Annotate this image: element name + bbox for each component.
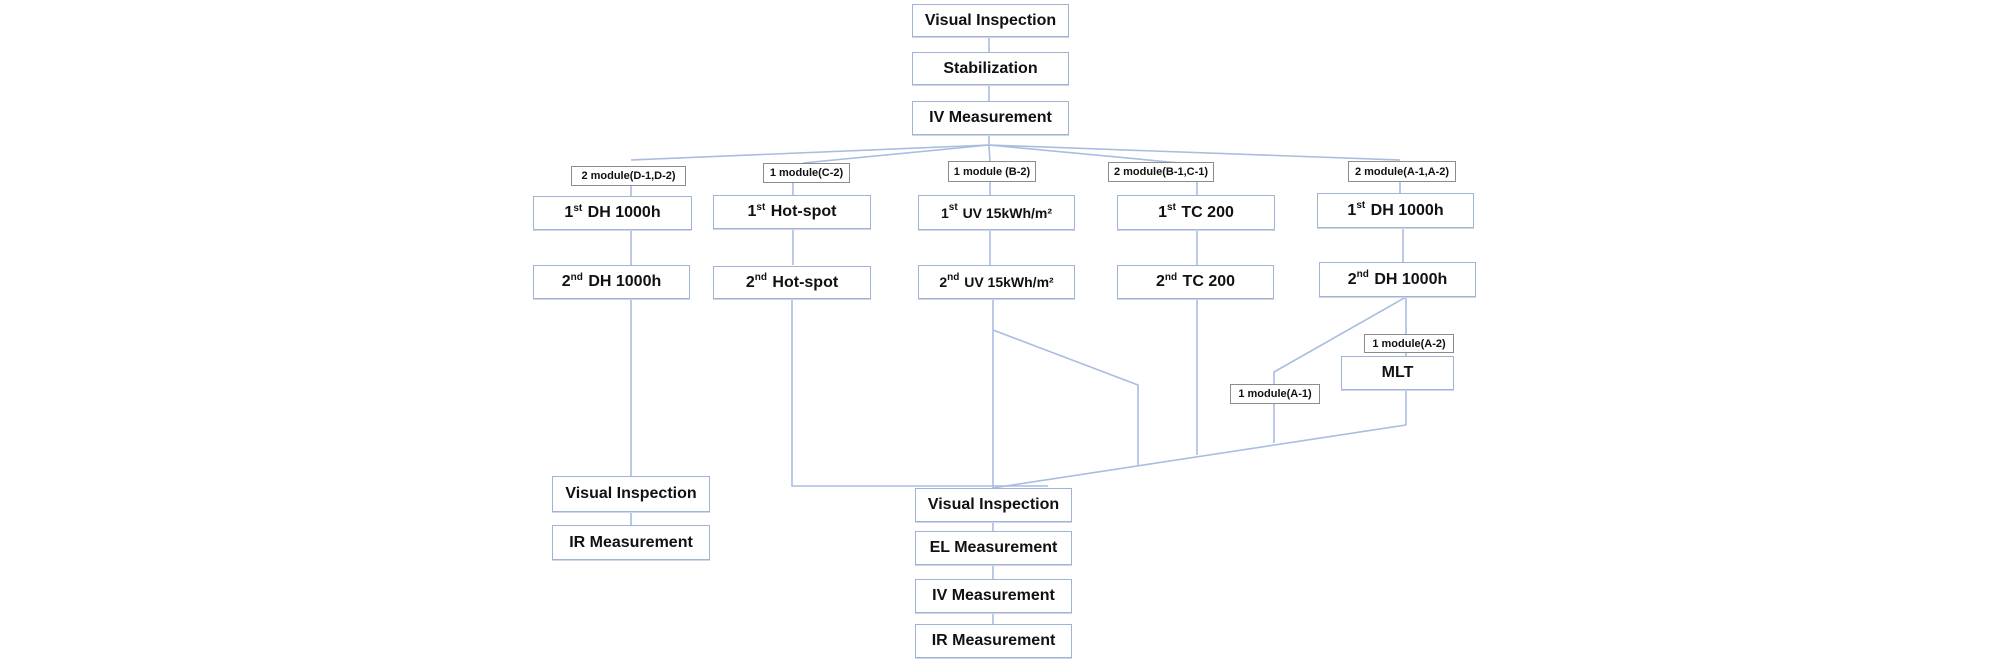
- module-tag-d: 2 module(D-1,D-2): [571, 166, 686, 186]
- module-tag-a: 2 module(A-1,A-2): [1348, 161, 1456, 182]
- visual-inspection-box-center: Visual Inspection: [915, 488, 1072, 522]
- test-label: UV 15kWh/m²: [964, 274, 1054, 290]
- el-measurement-box: EL Measurement: [915, 531, 1072, 565]
- ordinal: 1: [747, 203, 757, 220]
- test-label: DH 1000h: [1374, 270, 1448, 288]
- ordinal: 1: [1158, 203, 1168, 221]
- ordinal-suffix: nd: [1164, 271, 1178, 283]
- iv-measurement-box-top: IV Measurement: [912, 101, 1069, 135]
- ordinal-suffix: nd: [570, 271, 583, 283]
- ordinal: 1: [940, 204, 949, 221]
- ordinal-suffix: st: [756, 201, 766, 213]
- test-label: DH 1000h: [588, 273, 662, 290]
- ordinal: 1: [564, 204, 574, 221]
- ordinal-suffix: st: [1167, 202, 1176, 213]
- ordinal: 2: [561, 273, 571, 290]
- ordinal: 1: [1347, 201, 1357, 219]
- ordinal-suffix: st: [573, 202, 583, 214]
- visual-inspection-box-top: Visual Inspection: [912, 4, 1069, 37]
- mlt-box: MLT: [1341, 356, 1454, 390]
- test-label: UV 15kWh/m²: [962, 204, 1053, 221]
- test-label: TC 200: [1181, 203, 1234, 221]
- ordinal-suffix: st: [948, 202, 958, 213]
- ordinal-suffix: st: [1356, 200, 1366, 211]
- ir-measurement-box-left: IR Measurement: [552, 525, 710, 560]
- ordinal: 2: [745, 273, 755, 291]
- ordinal-suffix: nd: [947, 271, 960, 283]
- ordinal-suffix: nd: [1356, 269, 1369, 280]
- module-tag-a1: 1 module(A-1): [1230, 384, 1320, 404]
- ordinal: 2: [939, 274, 948, 290]
- ordinal-suffix: nd: [754, 272, 767, 283]
- module-tag-a2: 1 module(A-2): [1364, 334, 1454, 353]
- ir-measurement-box-bottom: IR Measurement: [915, 624, 1072, 658]
- visual-inspection-box-left: Visual Inspection: [552, 476, 710, 512]
- test-label: DH 1000h: [587, 204, 661, 221]
- stabilization-box: Stabilization: [912, 52, 1069, 85]
- module-tag-b1-c1: 2 module(B-1,C-1): [1108, 162, 1214, 182]
- test-label: TC 200: [1182, 273, 1236, 290]
- test-label: DH 1000h: [1370, 201, 1444, 219]
- ordinal: 2: [1347, 270, 1357, 288]
- module-tag-c2: 1 module(C-2): [763, 163, 850, 183]
- ordinal: 2: [1155, 273, 1165, 290]
- iv-measurement-box-bottom: IV Measurement: [915, 579, 1072, 613]
- test-label: Hot-spot: [770, 203, 837, 220]
- module-tag-b2: 1 module (B-2): [948, 161, 1036, 182]
- test-label: Hot-spot: [772, 273, 839, 291]
